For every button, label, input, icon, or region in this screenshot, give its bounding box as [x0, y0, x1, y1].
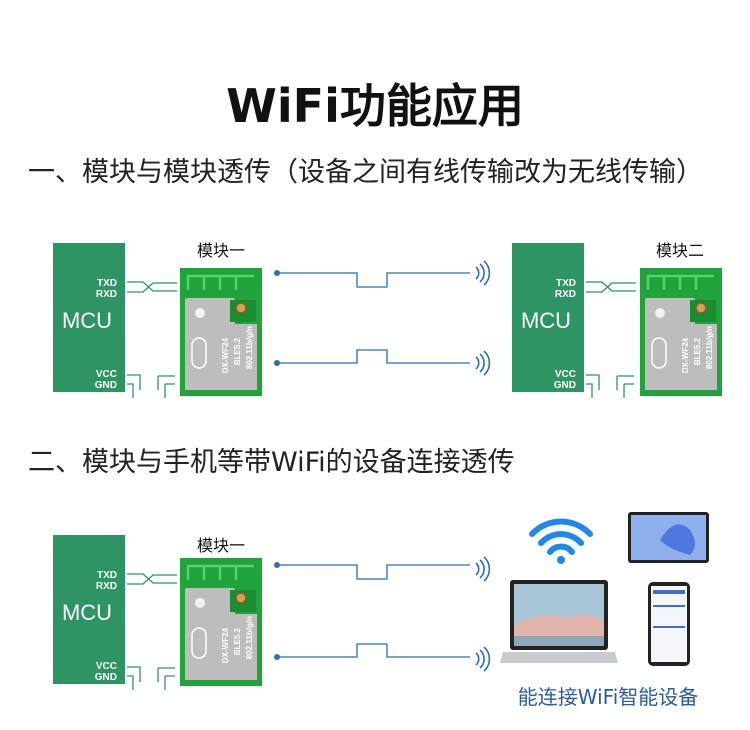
module-1-label: 模块一	[197, 241, 245, 260]
signal-dot	[274, 270, 280, 276]
wireless-waves-icon	[475, 260, 491, 286]
module-ble: BLE5.2	[233, 627, 242, 655]
laptop-icon	[500, 580, 618, 663]
module-ble: BLE5.2	[233, 337, 242, 365]
wiring-2	[586, 281, 636, 398]
module-wifi-std: 802.11b/g/n	[705, 326, 714, 369]
signal-lines-2	[277, 564, 470, 658]
pin-txd: TXD	[97, 570, 117, 581]
page-title: WiFi功能应用	[226, 79, 524, 133]
pin-txd: TXD	[97, 278, 117, 289]
pin-rxd: RXD	[96, 289, 117, 300]
wireless-waves-icon	[475, 556, 491, 582]
wifi-module-1: DX-WF24 BLE5.2 802.11b/g/n	[178, 266, 264, 398]
wiring-3	[127, 573, 177, 690]
signal-dot	[274, 654, 280, 660]
pin-vcc: VCC	[555, 369, 576, 380]
module-2-label: 模块二	[656, 241, 704, 260]
wifi-module-2: DX-WF24 BLE5.2 802.11b/g/n	[638, 266, 724, 398]
module-wifi-std: 802.11b/g/n	[245, 326, 254, 369]
section2-heading: 二、模块与手机等带WiFi的设备连接透传	[28, 447, 515, 478]
signal-dot	[274, 360, 280, 366]
module-ble: BLE5.2	[693, 337, 702, 365]
pin-rxd: RXD	[555, 289, 576, 300]
signal-dot	[274, 562, 280, 568]
module-model: DX-WF24	[681, 337, 690, 373]
pin-gnd: GND	[95, 380, 117, 391]
phone-icon	[648, 582, 690, 666]
wiring-1	[127, 281, 177, 398]
pin-gnd: GND	[95, 672, 117, 683]
wireless-waves-icon	[475, 646, 491, 672]
mcu-label: MCU	[521, 308, 571, 333]
module-model: DX-WF24	[221, 337, 230, 373]
section1-heading: 一、模块与模块透传（设备之间有线传输改为无线传输）	[28, 157, 703, 188]
mcu-label: MCU	[62, 308, 112, 333]
pin-rxd: RXD	[96, 581, 117, 592]
pin-vcc: VCC	[96, 369, 117, 380]
mcu-block-2: TXD RXD MCU VCC GND	[512, 243, 584, 392]
devices-caption: 能连接WiFi智能设备	[518, 685, 699, 709]
module-model: DX-WF24	[221, 627, 230, 663]
pin-txd: TXD	[556, 278, 576, 289]
signal-lines-1	[277, 272, 470, 364]
wifi-icon	[529, 518, 593, 564]
module-wifi-std: 802.11b/g/n	[245, 616, 254, 659]
mcu-block-1: TXD RXD MCU VCC GND	[53, 243, 125, 392]
pin-gnd: GND	[554, 380, 576, 391]
wireless-waves-icon	[475, 350, 491, 376]
module-3-label: 模块一	[197, 536, 245, 555]
tablet-icon	[628, 512, 709, 563]
pin-vcc: VCC	[96, 661, 117, 672]
mcu-label: MCU	[62, 600, 112, 625]
wifi-module-3: DX-WF24 BLE5.2 802.11b/g/n	[178, 556, 264, 688]
mcu-block-3: TXD RXD MCU VCC GND	[53, 535, 125, 684]
